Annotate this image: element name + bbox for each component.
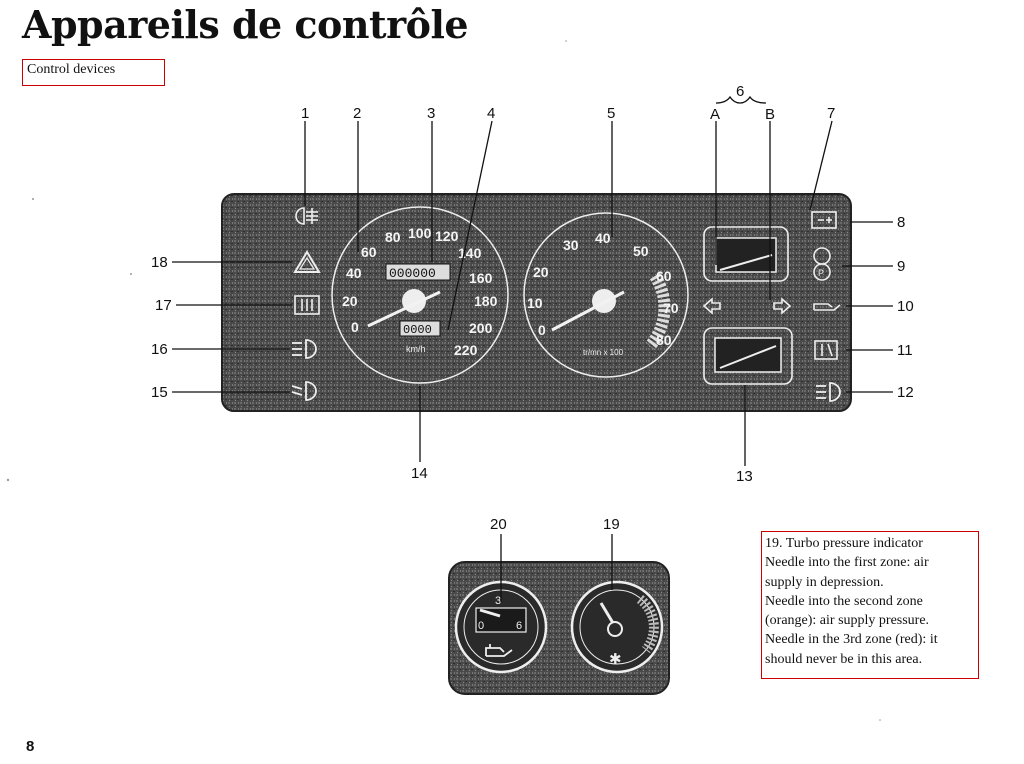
temperature-gauge-icon xyxy=(703,327,793,385)
callout-number: 18 xyxy=(151,254,168,271)
callout-number: 16 xyxy=(151,341,168,358)
oil-tick-label: 3 xyxy=(495,595,501,607)
callout-number: 7 xyxy=(827,105,835,122)
leader-lines-lower xyxy=(500,534,613,602)
callout-number: 13 xyxy=(736,468,753,485)
speed-tick-label: 40 xyxy=(346,265,362,281)
note-line: supply in depression. xyxy=(765,574,884,590)
low-beam-icon xyxy=(291,381,317,401)
speed-tick-label: 0 xyxy=(351,319,359,335)
tach-tick-label: 70 xyxy=(663,300,679,316)
speed-unit: km/h xyxy=(406,344,426,354)
tach-tick-label: 50 xyxy=(633,243,649,259)
note-line: Needle into the second zone xyxy=(765,593,923,609)
hazard-icon xyxy=(293,250,321,273)
speed-tick-label: 200 xyxy=(469,320,493,336)
turbo-pressure-gauge: ✱ xyxy=(570,580,664,674)
rear-fog-icon xyxy=(295,207,318,225)
speed-tick-label: 80 xyxy=(385,229,401,245)
callout-number: 10 xyxy=(897,298,914,315)
callout-number: 15 xyxy=(151,384,168,401)
oil-tick-label: 6 xyxy=(516,620,522,632)
callout-number: 3 xyxy=(427,105,435,122)
speed-tick-label: 140 xyxy=(458,245,482,261)
svg-text:P: P xyxy=(818,268,824,278)
callout-number: 8 xyxy=(897,214,905,231)
tach-tick-label: 60 xyxy=(656,268,672,284)
callout-number: 12 xyxy=(897,384,914,401)
speed-tick-label: 160 xyxy=(469,270,493,286)
callout-number: 14 xyxy=(411,465,428,482)
scan-speckles xyxy=(6,40,881,721)
headlight-icon xyxy=(816,382,841,402)
trip-meter: 0000 xyxy=(403,323,432,337)
turbo-zone-band xyxy=(636,595,659,654)
callout-number: 20 xyxy=(490,516,507,533)
high-beam-icon xyxy=(292,339,317,359)
callout-number: 6 xyxy=(736,83,744,100)
note-line: should never be in this area. xyxy=(765,651,923,667)
callout-number: 9 xyxy=(897,258,905,275)
callout-letter: A xyxy=(710,106,720,123)
callout-number: 2 xyxy=(353,105,361,122)
callout-number: 5 xyxy=(607,105,615,122)
choke-icon xyxy=(814,340,838,360)
oil-can-icon xyxy=(813,303,841,311)
callout-number: 11 xyxy=(897,342,913,359)
speedometer: 0 20 40 60 80 100 120 140 160 180 200 22… xyxy=(331,206,509,384)
callout-number: 19 xyxy=(603,516,620,533)
oil-can-icon xyxy=(485,644,513,657)
battery-icon xyxy=(811,211,837,229)
turn-signal-icon xyxy=(702,297,792,315)
fuel-gauge-icon xyxy=(703,226,789,282)
tachometer: 0 10 20 30 40 50 60 70 80 tr/mn x 100 xyxy=(523,212,689,378)
rear-defrost-icon xyxy=(294,295,320,315)
speed-tick-label: 100 xyxy=(408,225,432,241)
tach-needle xyxy=(551,290,625,332)
speed-needle xyxy=(367,290,441,328)
speed-tick-label: 180 xyxy=(474,293,498,309)
tach-tick-label: 0 xyxy=(538,322,546,338)
speed-tick-label: 120 xyxy=(435,228,459,244)
odometer: 000000 xyxy=(389,266,436,281)
brake-warning-icon: P xyxy=(813,247,831,281)
callout-letter: B xyxy=(765,106,775,123)
note-line: (orange): air supply pressure. xyxy=(765,613,930,629)
speed-tick-label: 20 xyxy=(342,293,358,309)
callout-number: 4 xyxy=(487,105,495,122)
callout-number: 17 xyxy=(155,297,172,314)
tach-unit: tr/mn x 100 xyxy=(583,348,624,357)
instrument-panel xyxy=(221,193,852,412)
note-line: 19. Turbo pressure indicator xyxy=(765,536,923,551)
tach-tick-label: 40 xyxy=(595,230,611,246)
snowflake-icon: ✱ xyxy=(609,650,622,668)
subtitle-text: Control devices xyxy=(27,62,116,77)
speed-tick-label: 220 xyxy=(454,342,478,358)
turbo-note-annotation: 19. Turbo pressure indicator Needle into… xyxy=(761,531,979,679)
callout-number: 1 xyxy=(301,105,309,122)
note-line: Needle into the first zone: air xyxy=(765,555,929,571)
leader-lines xyxy=(172,95,893,466)
tach-tick-label: 10 xyxy=(527,295,543,311)
tach-tick-label: 80 xyxy=(656,332,672,348)
tach-tick-label: 20 xyxy=(533,264,549,280)
oil-tick-label: 0 xyxy=(478,620,484,632)
page-title: Appareils de contrôle xyxy=(22,2,469,47)
note-line: Needle in the 3rd zone (red): it xyxy=(765,632,938,648)
page-number: 8 xyxy=(26,738,35,755)
tach-redline-band xyxy=(645,272,671,350)
tach-tick-label: 30 xyxy=(563,237,579,253)
turbo-needle xyxy=(599,602,615,624)
subtitle-annotation: Control devices xyxy=(22,59,165,86)
speed-tick-label: 60 xyxy=(361,244,377,260)
